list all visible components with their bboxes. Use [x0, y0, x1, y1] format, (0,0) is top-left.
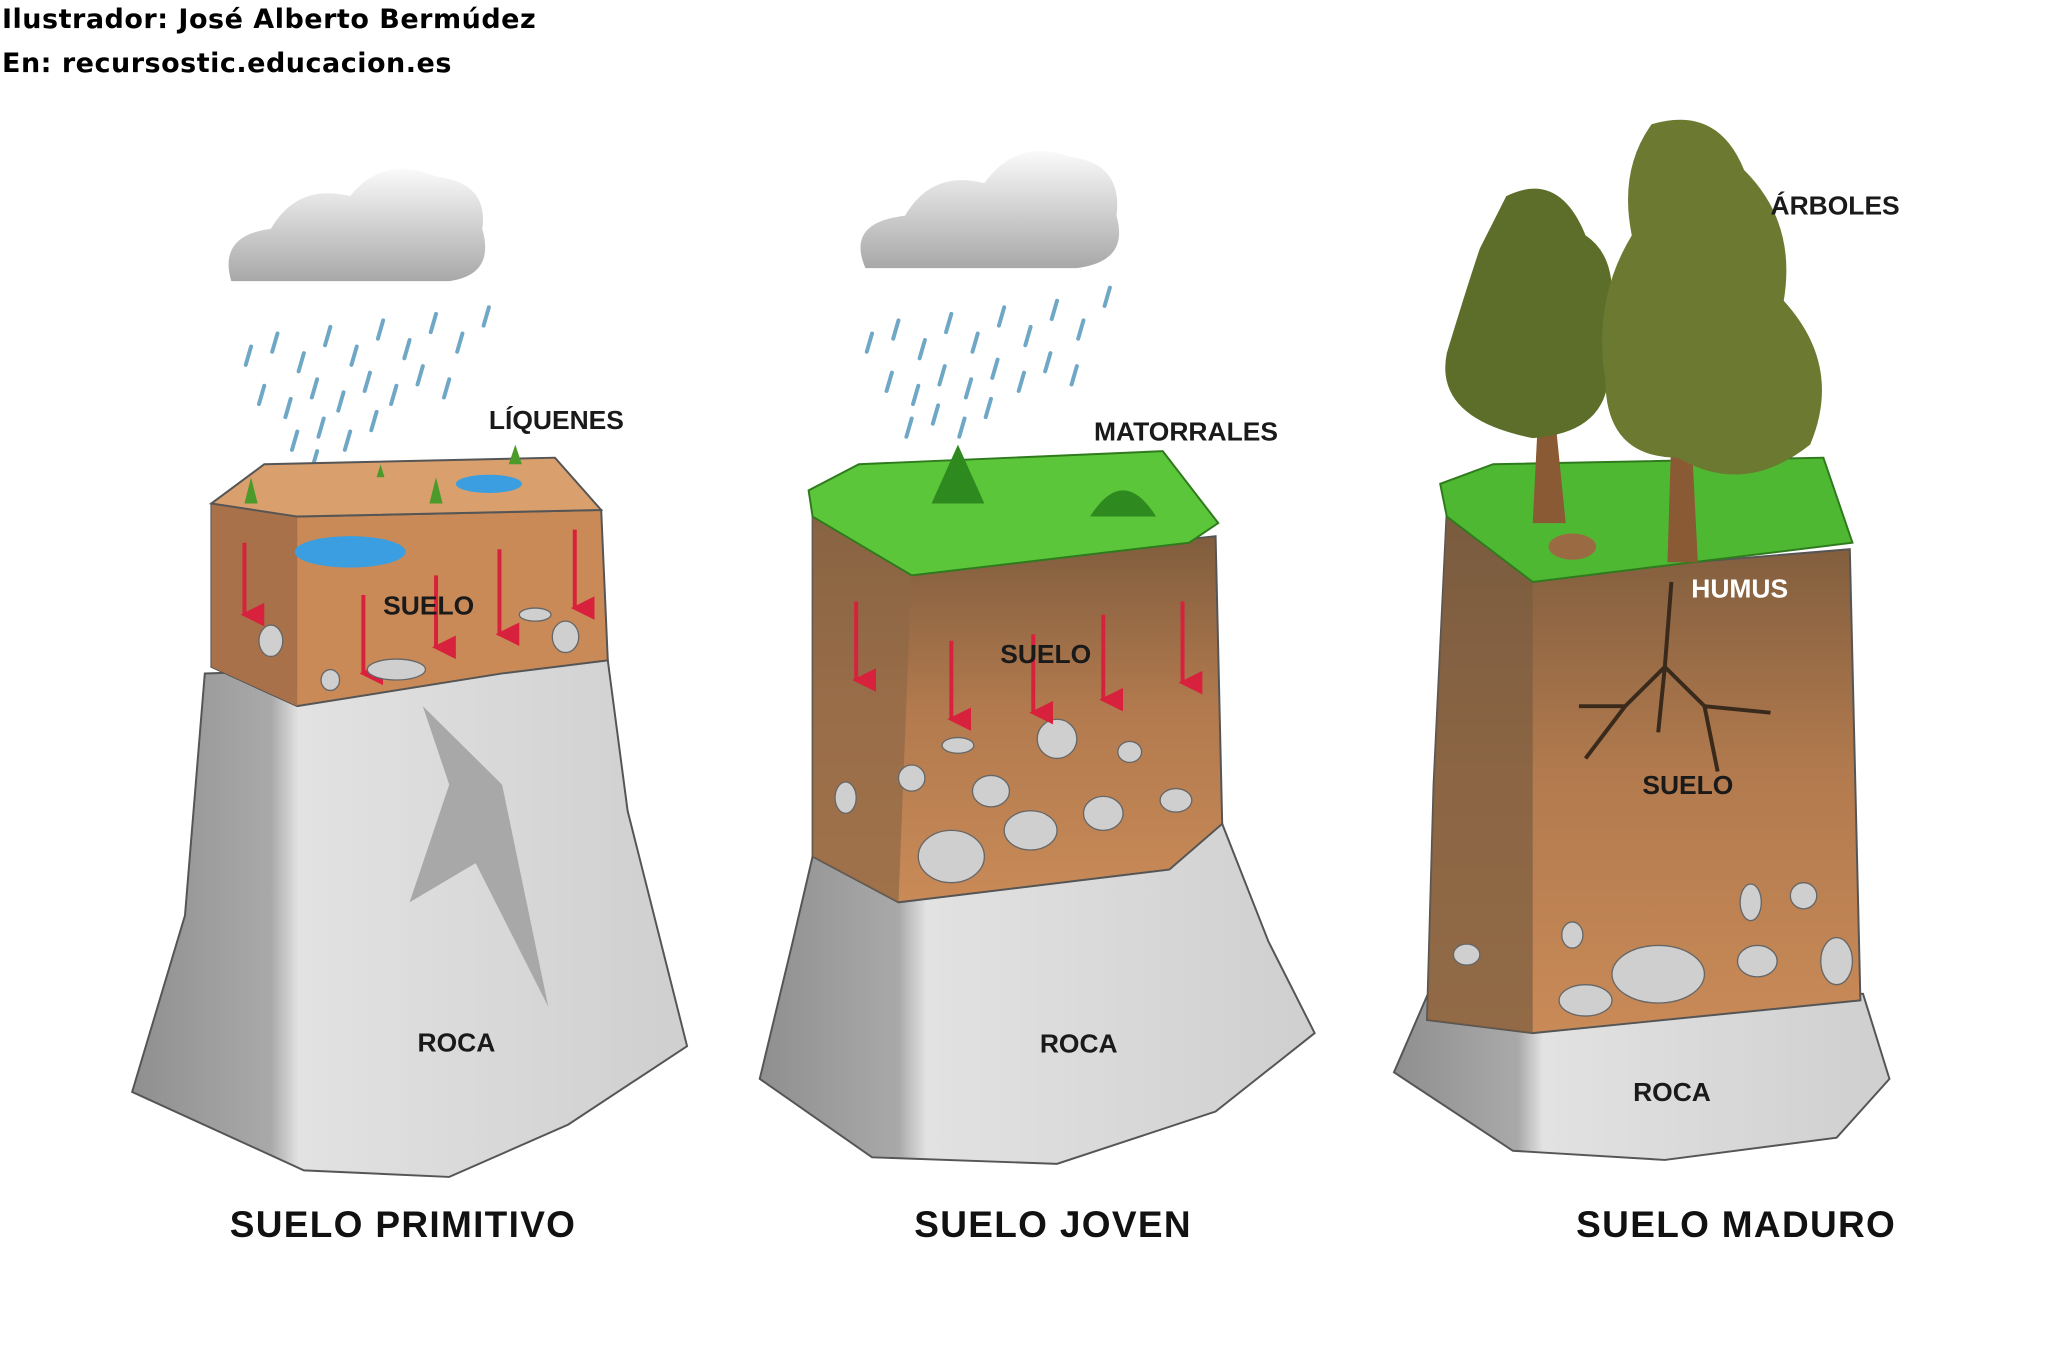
label-humus: HUMUS — [1691, 574, 1788, 604]
panel-suelo-primitivo: LÍQUENES SUELO ROCA SUELO PRIMITIVO — [130, 168, 689, 1245]
label-suelo: SUELO — [1000, 639, 1091, 669]
label-suelo: SUELO — [383, 591, 474, 621]
illustrator-credit: Ilustrador: José Alberto Bermúdez — [2, 4, 537, 35]
source-credit: En: recursostic.educacion.es — [2, 48, 452, 79]
lichen-icon — [244, 444, 522, 504]
label-roca: ROCA — [1633, 1077, 1711, 1107]
label-roca: ROCA — [418, 1028, 496, 1058]
cloud-icon — [228, 168, 486, 282]
panel-suelo-maduro: ÁRBOLES HUMUS SUELO ROCA SUELO MADURO — [1392, 119, 1900, 1245]
label-roca: ROCA — [1040, 1029, 1118, 1059]
water-infiltration-arrows — [852, 601, 1203, 732]
shrub-icon — [931, 444, 1157, 517]
label-liquenes: LÍQUENES — [489, 405, 624, 435]
puddle — [294, 536, 406, 568]
label-matorrales: MATORRALES — [1094, 417, 1278, 447]
rock — [130, 659, 689, 1178]
panel-title: SUELO MADURO — [1576, 1204, 1896, 1245]
soil-surface — [208, 456, 604, 518]
water-infiltration-arrows — [240, 529, 595, 686]
cloud-icon — [860, 151, 1120, 269]
panel-title: SUELO PRIMITIVO — [230, 1204, 577, 1245]
tree-icon — [1445, 119, 1822, 563]
rain-icon — [864, 285, 1112, 439]
roots-icon — [1578, 581, 1771, 772]
rabbit-icon — [1548, 533, 1597, 560]
grass-surface — [807, 450, 1220, 577]
rain-icon — [243, 305, 491, 472]
panel-suelo-joven: MATORRALES SUELO ROCA SUELO JOVEN — [758, 151, 1316, 1245]
label-arboles: ÁRBOLES — [1771, 191, 1900, 221]
puddle — [455, 474, 522, 493]
label-suelo: SUELO — [1642, 770, 1733, 800]
panel-title: SUELO JOVEN — [914, 1204, 1192, 1245]
rock — [758, 822, 1316, 1165]
